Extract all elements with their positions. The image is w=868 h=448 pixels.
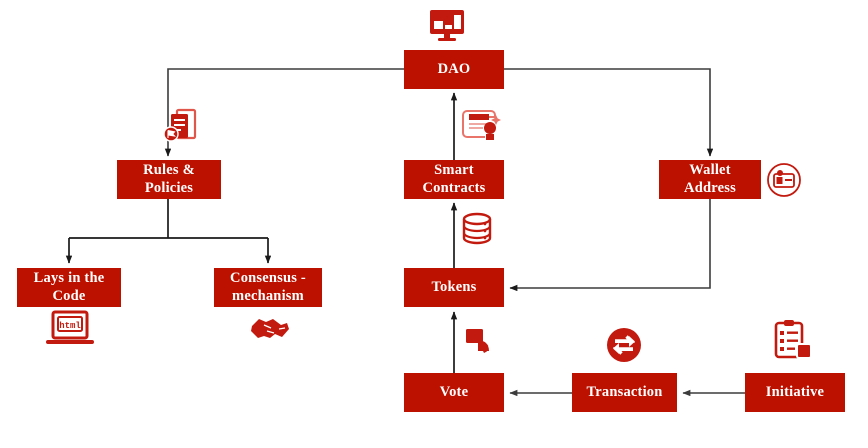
clipboard-list-icon <box>770 318 816 364</box>
node-consensus-mechanism-label: Consensus -mechanism <box>230 270 306 304</box>
node-vote[interactable]: Vote <box>404 373 504 412</box>
node-initiative-label: Initiative <box>765 383 825 400</box>
node-dao[interactable]: DAO <box>404 50 504 89</box>
wallet-circle-icon <box>766 162 802 198</box>
node-rules-policies-label: Rules &Policies <box>143 162 195 196</box>
node-initiative[interactable]: Initiative <box>745 373 845 412</box>
edge-dao-to-rules <box>164 68 404 157</box>
svg-text:html: html <box>59 321 81 331</box>
policy-book-icon <box>160 105 202 147</box>
laptop-html-icon: html <box>44 308 96 352</box>
node-vote-label: Vote <box>439 383 469 400</box>
node-tokens[interactable]: Tokens <box>404 268 504 307</box>
edge-rules-bus <box>69 199 268 239</box>
contract-seal-icon <box>460 101 504 145</box>
dashboard-icon <box>428 8 466 42</box>
edge-dao-to-wallet <box>504 68 714 157</box>
node-tokens-label: Tokens <box>431 278 477 295</box>
node-transaction[interactable]: Transaction <box>572 373 677 412</box>
node-transaction-label: Transaction <box>586 383 663 400</box>
database-icon <box>457 211 497 251</box>
node-consensus-mechanism[interactable]: Consensus -mechanism <box>214 268 322 307</box>
exchange-circle-icon <box>603 324 645 366</box>
node-dao-label: DAO <box>437 60 471 77</box>
handshake-icon <box>249 312 291 346</box>
node-rules-policies[interactable]: Rules &Policies <box>117 160 221 199</box>
click-cursor-icon <box>461 325 501 365</box>
edge-wallet-to-tokens <box>509 199 711 292</box>
